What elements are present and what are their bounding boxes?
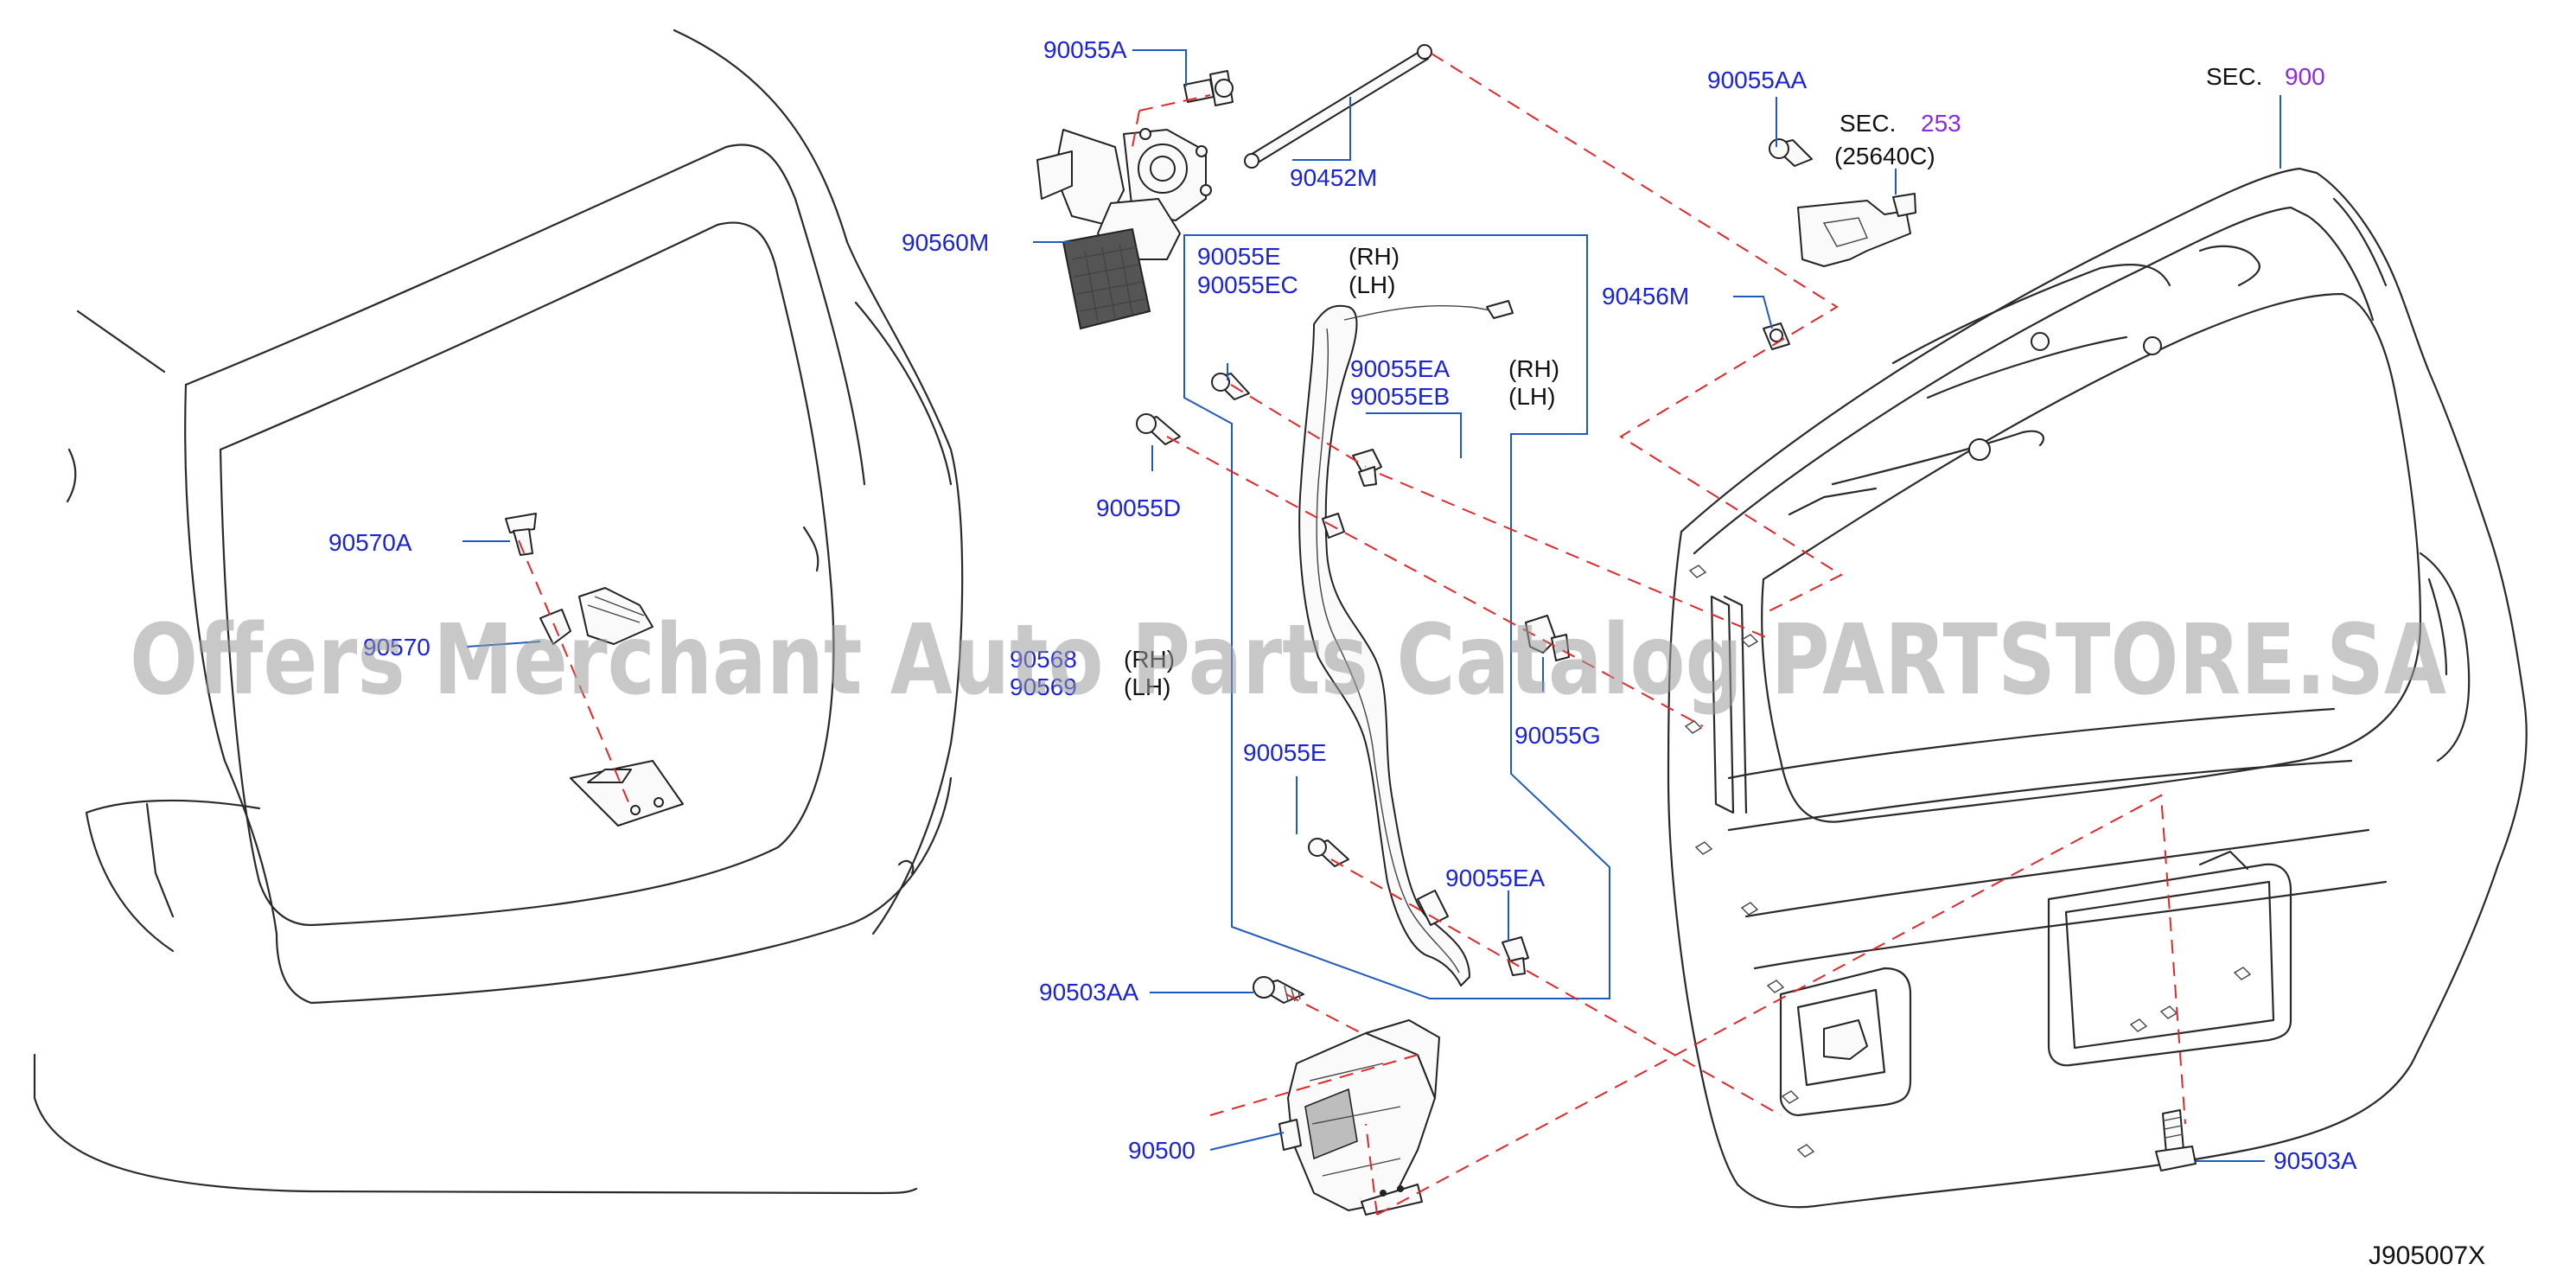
callout-90570[interactable]: 90570	[363, 634, 430, 661]
clip-90055EA-top-icon	[1352, 449, 1382, 487]
callout-90456M[interactable]: 90456M	[1602, 283, 1689, 310]
callout-90055A[interactable]: 90055A	[1043, 36, 1127, 63]
callout-90055EA-top[interactable]: 90055EA	[1350, 355, 1451, 382]
callout-labels: 90055A 90452M 90560M 90055AA 90456M 9005…	[328, 36, 2357, 1174]
callout-90560M[interactable]: 90560M	[902, 229, 989, 256]
note-rh-low: (RH)	[1124, 646, 1175, 673]
kit-box-outline	[1183, 234, 1610, 999]
note-rh-top: (RH)	[1349, 243, 1400, 270]
callout-90055E-top[interactable]: 90055E	[1197, 243, 1281, 270]
section-ref-253[interactable]: SEC. 253 (25640C)	[1834, 110, 1961, 169]
callout-90570A[interactable]: 90570A	[328, 529, 412, 556]
power-actuator-motor[interactable]	[1036, 128, 1212, 330]
clip-90055EA-low-icon	[1502, 936, 1529, 976]
callout-90055EA-low[interactable]: 90055EA	[1445, 865, 1546, 891]
rubber-bumper-bracket	[539, 587, 654, 645]
callout-90055EC[interactable]: 90055EC	[1197, 271, 1298, 298]
bumper-bolt-icon	[505, 513, 537, 556]
note-rh-mid: (RH)	[1508, 355, 1559, 382]
callout-90055G[interactable]: 90055G	[1514, 722, 1601, 749]
note-lh-low: (LH)	[1124, 673, 1170, 700]
diagram-id: J905007X	[2369, 1242, 2485, 1270]
screw-90055E-top-icon	[1211, 373, 1250, 400]
sec-900-number[interactable]: 900	[2285, 63, 2325, 90]
callout-90503A[interactable]: 90503A	[2273, 1147, 2357, 1174]
cable-harness[interactable]	[1298, 300, 1514, 986]
screw-90055AA-icon	[1769, 138, 1813, 167]
leader-lines	[462, 49, 2281, 1162]
callout-90055AA[interactable]: 90055AA	[1707, 67, 1808, 93]
latch-striker	[570, 760, 684, 827]
note-lh-mid: (LH)	[1508, 383, 1555, 410]
back-door-panel[interactable]	[1667, 167, 2528, 1209]
sec-253-number[interactable]: 253	[1921, 110, 1961, 137]
sec-253-prefix: SEC.	[1840, 110, 1896, 137]
back-door-lock-assembly[interactable]	[1278, 1019, 1440, 1216]
assembly-lines	[518, 53, 2186, 1216]
watermark-text: Offers Merchant Auto Parts Catalog PARTS…	[130, 604, 2446, 717]
sec-900-prefix: SEC.	[2206, 63, 2262, 90]
callout-90452M[interactable]: 90452M	[1290, 164, 1377, 191]
section-ref-900[interactable]: SEC. 900	[2206, 63, 2325, 90]
support-rod-90452M[interactable]	[1244, 44, 1432, 169]
callout-90568[interactable]: 90568	[1010, 646, 1077, 673]
screw-90055E-mid-icon	[1308, 838, 1349, 867]
callout-90503AA[interactable]: 90503AA	[1039, 979, 1139, 1005]
callout-90055EB[interactable]: 90055EB	[1350, 383, 1450, 410]
callout-90569[interactable]: 90569	[1010, 673, 1077, 700]
bolt-90503A-icon	[2155, 1109, 2197, 1171]
callout-90055D[interactable]: 90055D	[1096, 495, 1181, 521]
bracket-25640C[interactable]	[1797, 193, 1916, 267]
clip-90456M-icon	[1763, 322, 1790, 350]
callout-90500[interactable]: 90500	[1128, 1137, 1196, 1164]
callout-90055E-mid[interactable]: 90055E	[1243, 739, 1327, 766]
sec-253-subref: (25640C)	[1834, 143, 1935, 169]
vehicle-body-outline	[33, 29, 964, 1195]
note-lh-top: (LH)	[1349, 271, 1395, 298]
screw-90055A-icon	[1183, 70, 1234, 106]
